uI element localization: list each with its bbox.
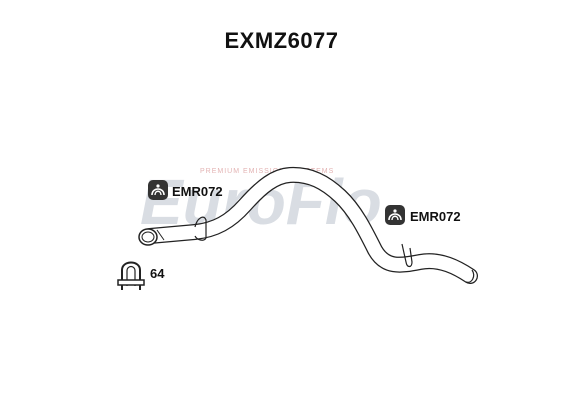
u-clamp-icon — [117, 261, 145, 290]
part-label-emr072: EMR072 — [172, 184, 223, 199]
part-label-emr072: EMR072 — [410, 209, 461, 224]
hanger-1 — [194, 216, 207, 241]
part-label-64: 64 — [150, 266, 165, 281]
watermark-tagline: PREMIUM EMISSIONS SYSTEMS — [200, 168, 335, 175]
hanger-2 — [401, 243, 413, 268]
part-number-title: EXMZ6077 — [224, 28, 339, 53]
rubber-mount-icon — [148, 180, 168, 200]
pipe-inlet — [138, 228, 158, 246]
rubber-mount-icon — [385, 205, 405, 225]
